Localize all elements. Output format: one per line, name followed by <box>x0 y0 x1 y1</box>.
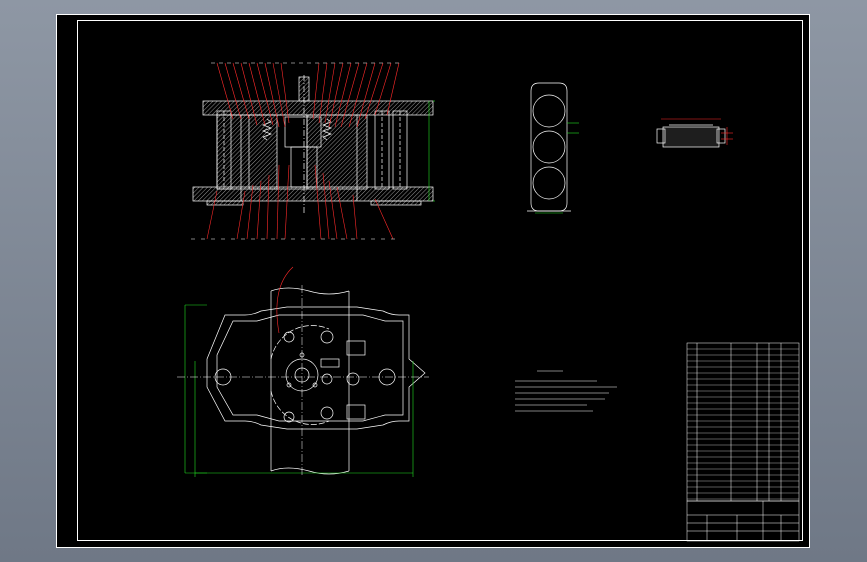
plan-view-centerlines <box>177 285 429 475</box>
blank-layout-view[interactable] <box>527 82 571 212</box>
part-drawing-dimensions <box>661 118 733 145</box>
bill-of-materials-rows <box>687 348 799 500</box>
front-view-leaders-top <box>216 62 400 128</box>
drawing-canvas[interactable] <box>56 14 810 548</box>
front-view-leaders-bottom <box>206 164 394 240</box>
title-block[interactable] <box>686 500 800 542</box>
front-view-leader-ticks <box>191 62 403 240</box>
plan-view-dimensions <box>184 304 414 477</box>
bill-of-materials-table[interactable] <box>686 342 800 502</box>
technical-requirements <box>515 370 617 412</box>
front-view-height-dimension <box>428 100 435 202</box>
cad-drawing[interactable] <box>57 15 811 549</box>
blank-layout-dimensions <box>535 122 579 214</box>
plan-view[interactable] <box>206 287 426 475</box>
part-drawing-view[interactable] <box>656 124 726 148</box>
front-section-view[interactable] <box>192 75 434 215</box>
plan-view-section-arc <box>276 266 294 334</box>
drawing-border-frame <box>77 20 803 541</box>
